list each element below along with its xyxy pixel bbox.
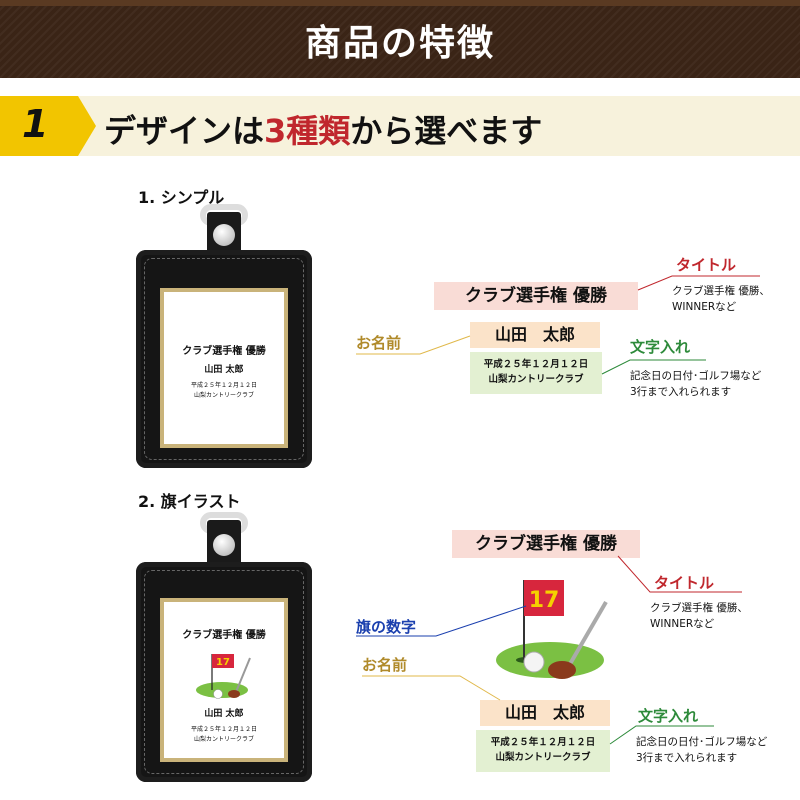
design1-text-line2: 山梨カントリークラブ [488, 374, 584, 385]
design1-snap-button [213, 224, 235, 246]
page-title: 商品の特徴 [304, 23, 495, 64]
design2-line-flag [356, 605, 527, 637]
design2-callout-text-desc: 記念日の日付･ゴルフ場など 3行まで入れられます [636, 734, 767, 766]
design1-callout-title-desc: クラブ選手権 優勝、 WINNERなど [672, 283, 770, 315]
design2-card-flag-number: 17 [216, 657, 230, 668]
section-title-count: 3種類 [264, 112, 351, 150]
design2-card: クラブ選手権 優勝 17 山田 太郎 平成２５年１２月１２日 山梨カントリークラ… [160, 598, 288, 762]
design1-name-box: 山田 太郎 [470, 322, 600, 348]
header-banner: 商品の特徴 [0, 0, 800, 78]
design1-callout-name: お名前 [356, 334, 402, 352]
design2-line-title [617, 555, 742, 593]
golf-flag-icon: 17 [196, 654, 251, 699]
design2-title-desc2: WINNERなど [650, 618, 715, 630]
design1-title-box: クラブ選手権 優勝 [434, 282, 638, 310]
design1-label: 1. シンプル [138, 188, 225, 207]
section-title: デザインは3種類から選べます [104, 106, 542, 152]
design2-snap-button [213, 534, 235, 556]
design1-text-desc1: 記念日の日付･ゴルフ場など [630, 370, 762, 382]
design1-callout-title: タイトル [676, 256, 737, 274]
design2-text-box: 平成２５年１２月１２日 山梨カントリークラブ [476, 730, 610, 772]
design2-card-name: 山田 太郎 [204, 709, 244, 719]
design1-card-line1: 平成２５年１２月１２日 [190, 382, 257, 389]
design2-stitch [144, 570, 304, 774]
section-number: 1 [22, 102, 49, 146]
design2-title-box: クラブ選手権 優勝 [452, 530, 640, 558]
design1-text-box: 平成２５年１２月１２日 山梨カントリークラブ [470, 352, 602, 394]
design2-text-line2: 山梨カントリークラブ [495, 752, 591, 763]
design1-title-desc2: WINNERなど [672, 301, 737, 313]
design1-card-title: クラブ選手権 優勝 [182, 346, 266, 357]
design2-callout-text: 文字入れ [638, 707, 699, 725]
design2-badge-holder: クラブ選手権 優勝 17 山田 太郎 平成２５年１２月１２日 山梨カントリークラ… [136, 562, 312, 782]
design2-card-title: クラブ選手権 優勝 [182, 630, 266, 641]
design1-line-text [601, 359, 706, 375]
design2-text-desc1: 記念日の日付･ゴルフ場など [636, 736, 768, 748]
golf-flag-illustration-icon: 17 [496, 580, 608, 679]
design1-badge-holder: クラブ選手権 優勝 山田 太郎 平成２５年１２月１２日 山梨カントリークラブ [136, 250, 312, 468]
design2-text-desc2: 3行まで入れられます [636, 752, 738, 764]
design2-line-text [609, 725, 714, 745]
design2-card-line2: 山梨カントリークラブ [193, 736, 254, 743]
design1-line-name [356, 335, 471, 355]
design2-text-line1: 平成２５年１２月１２日 [490, 737, 596, 748]
design2-line-name [362, 675, 501, 701]
design1-text-line1: 平成２５年１２月１２日 [483, 359, 589, 370]
design1-callout-text: 文字入れ [630, 338, 691, 356]
design2-title-desc1: クラブ選手権 優勝、 [650, 602, 748, 614]
design2-callout-title: タイトル [654, 574, 715, 592]
section-title-post: から選べます [350, 112, 543, 150]
section-number-badge: 1 [0, 96, 96, 156]
header-stripe [0, 0, 800, 6]
design1-callout-text-desc: 記念日の日付･ゴルフ場など 3行まで入れられます [630, 368, 761, 400]
design2-callout-name: お名前 [362, 656, 408, 674]
design1-line-title [637, 275, 760, 291]
section-title-pre: デザインは [104, 112, 265, 150]
section-heading-bar [0, 96, 800, 156]
design2-callout-flag: 旗の数字 [356, 618, 417, 636]
design1-stitch [144, 258, 304, 460]
design1-text-desc2: 3行まで入れられます [630, 386, 732, 398]
design2-card-line1: 平成２５年１２月１２日 [190, 726, 257, 733]
design2-callout-title-desc: クラブ選手権 優勝、 WINNERなど [650, 600, 748, 632]
design1-card: クラブ選手権 優勝 山田 太郎 平成２５年１２月１２日 山梨カントリークラブ [160, 288, 288, 448]
design2-flag-number: 17 [529, 588, 560, 613]
design2-label: 2. 旗イラスト [138, 492, 241, 511]
design1-card-line2: 山梨カントリークラブ [193, 392, 254, 399]
design1-title-desc1: クラブ選手権 優勝、 [672, 285, 770, 297]
design1-card-name: 山田 太郎 [204, 365, 244, 375]
design2-name-box: 山田 太郎 [480, 700, 610, 726]
